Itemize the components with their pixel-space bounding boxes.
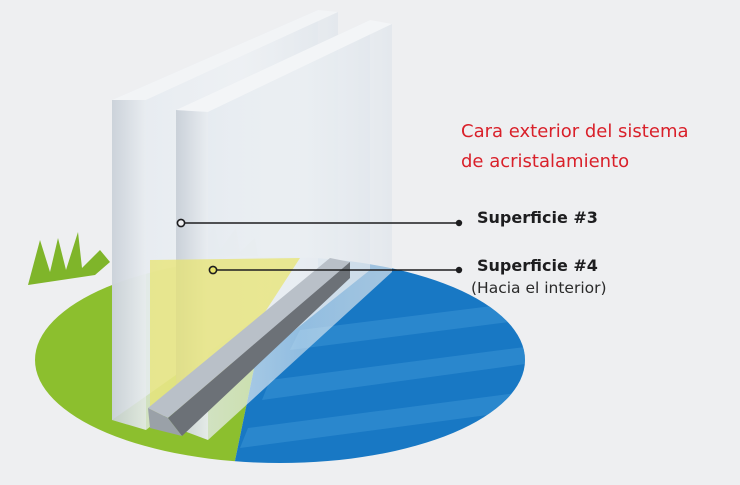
surface3-label: Superficie #3 [477,208,598,227]
callout-surface4 [208,265,463,275]
exterior-label-line2: de acristalamiento [461,151,630,172]
spacer-bar [148,258,350,436]
exterior-label-line1: Cara exterior del sistema [461,121,689,142]
grass-blades [28,225,258,285]
callout-surface3 [176,218,463,228]
surface4-label: Superficie #4 [477,256,598,275]
surface4-subtitle: (Hacia el interior) [471,279,607,297]
exterior-face-label: Cara exterior del sistema de acristalami… [461,117,731,177]
